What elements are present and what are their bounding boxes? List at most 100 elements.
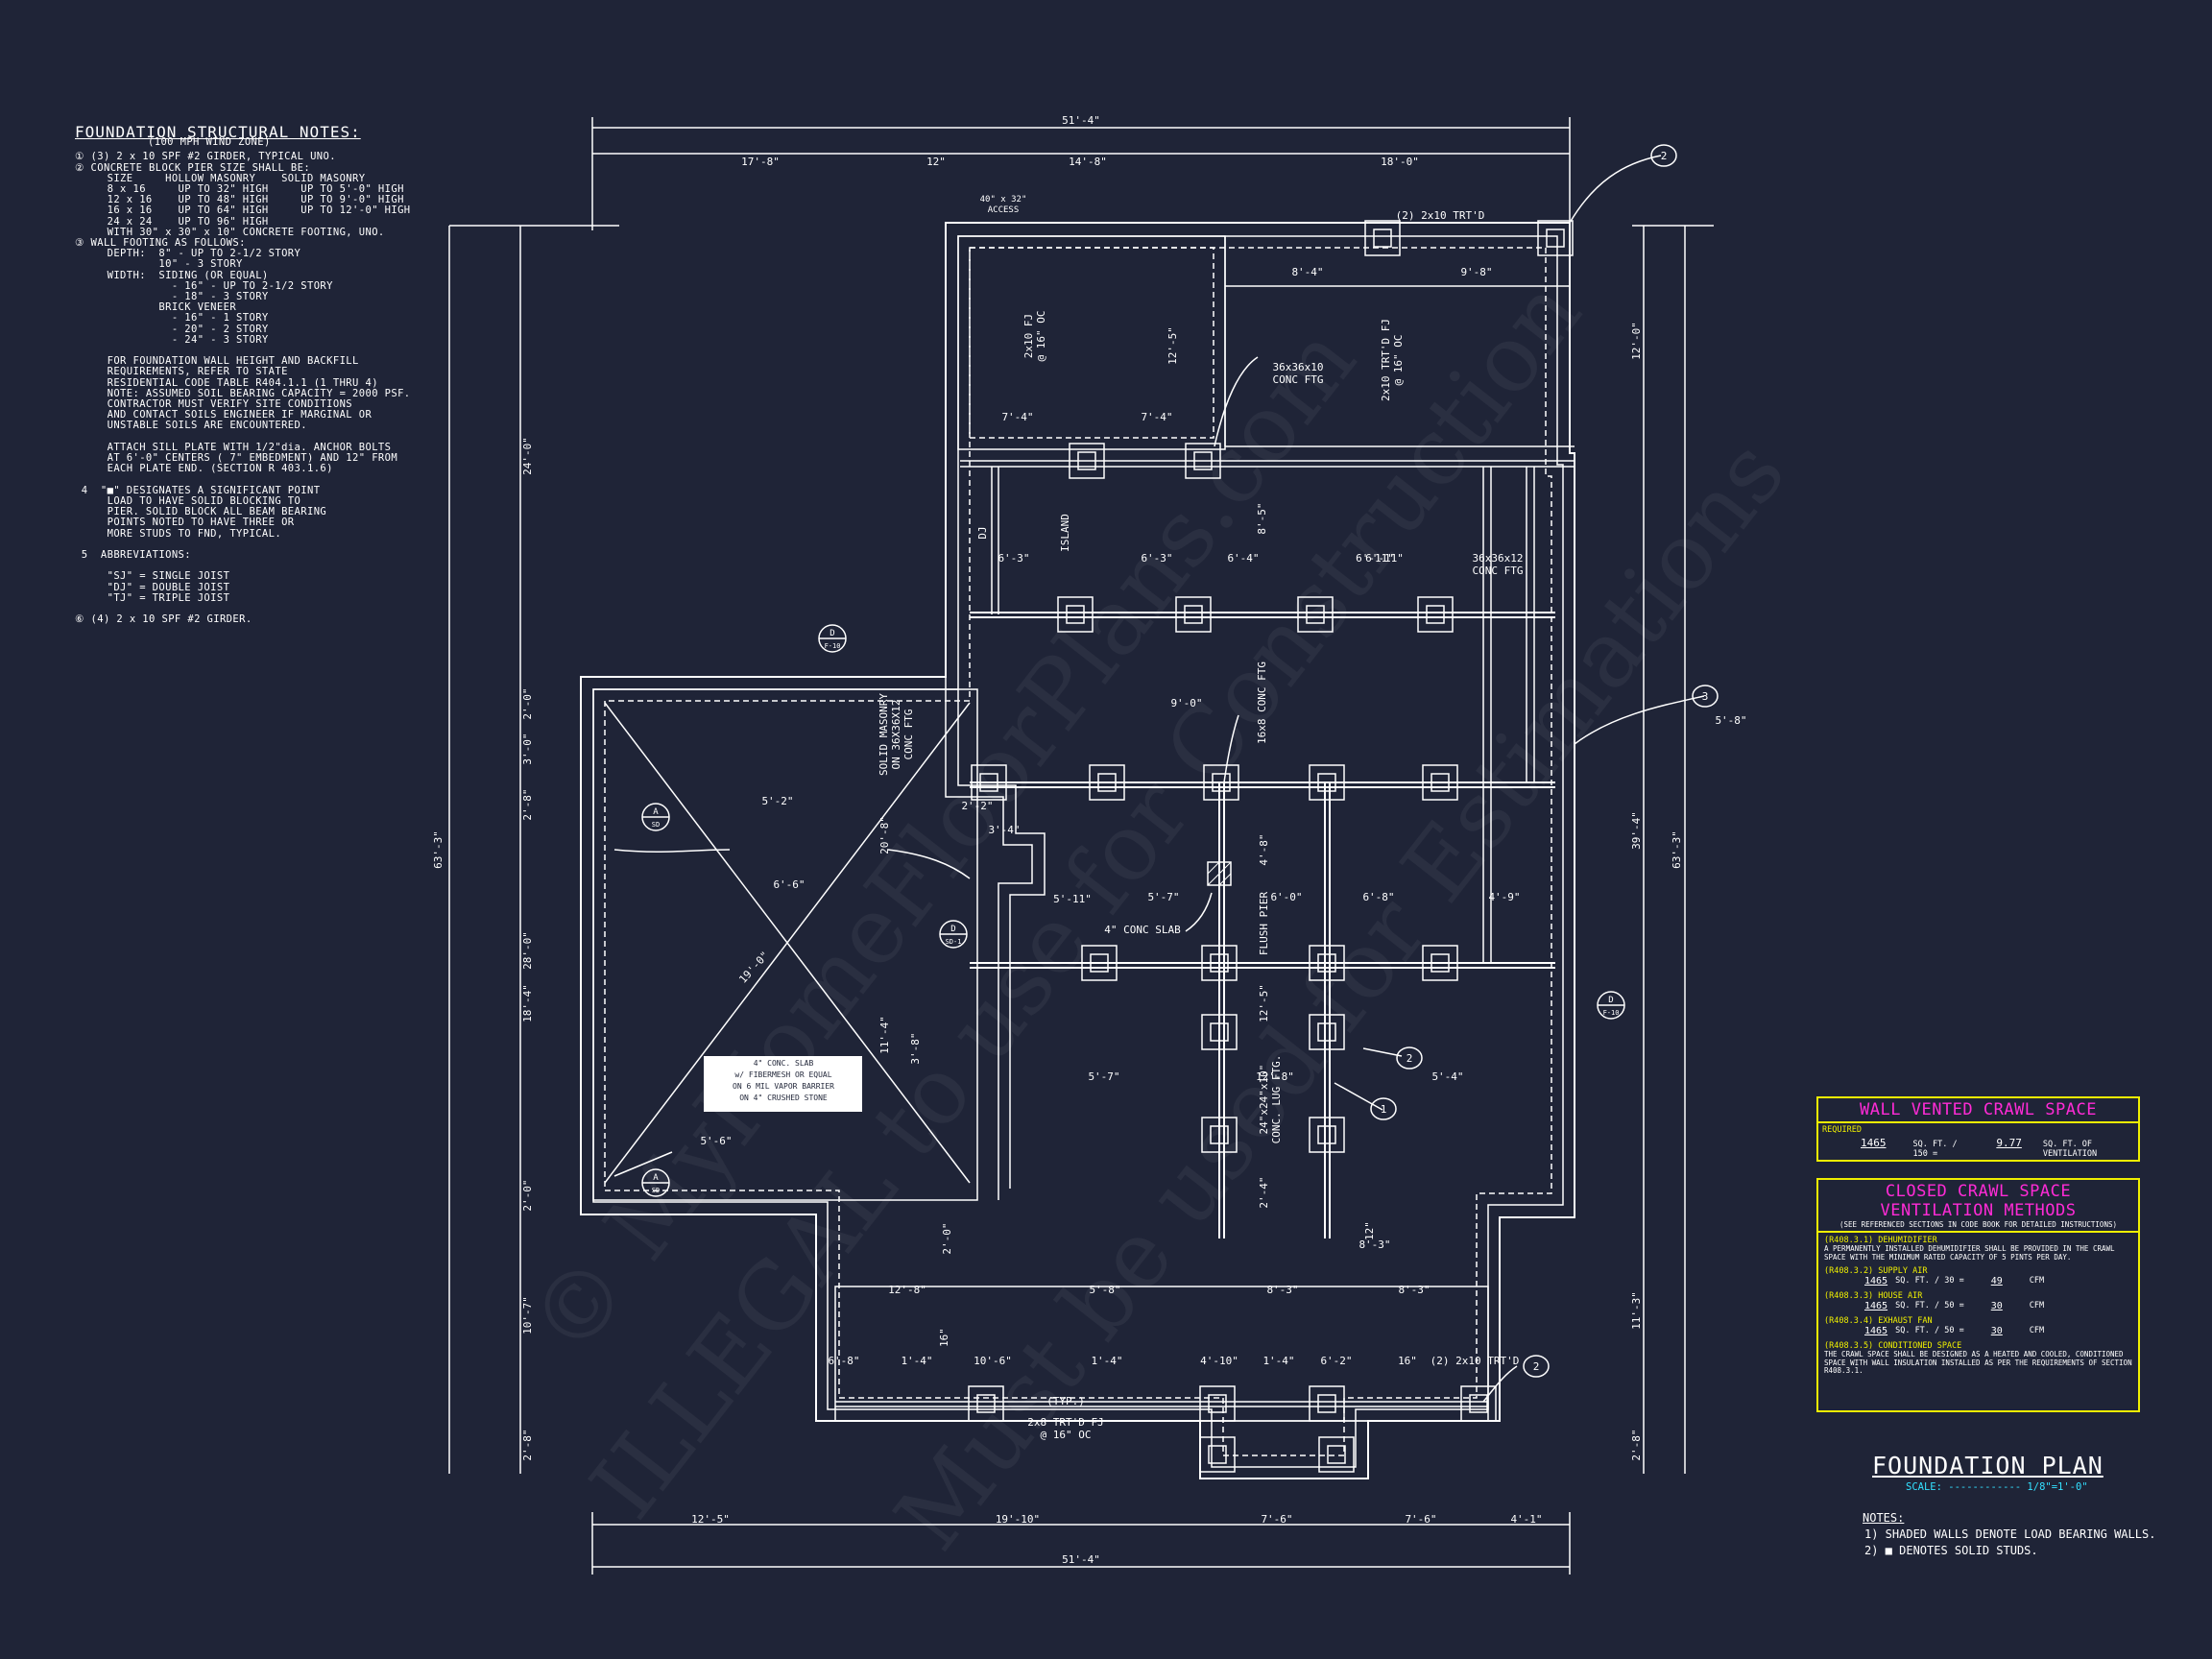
plan-label: FLUSH PIER bbox=[1258, 892, 1270, 956]
wall-vented-required: REQUIRED bbox=[1822, 1125, 1862, 1135]
plan-label: 11'-4" bbox=[878, 1016, 891, 1054]
plan-label: 9'-8" bbox=[1460, 266, 1492, 278]
plan-label: 36x36x12 bbox=[1473, 552, 1524, 565]
supply-air-calc: 1465 SQ. FT. / 30 = 49 CFM bbox=[1824, 1276, 2132, 1286]
pier-block bbox=[1208, 1394, 1227, 1413]
pier-footing bbox=[1089, 764, 1125, 801]
plan-label: CONC FTG bbox=[1273, 373, 1324, 386]
plan-label: 1'-4" bbox=[1091, 1355, 1122, 1367]
pier-footing bbox=[1422, 945, 1458, 981]
structural-note-line: NOTE: ASSUMED SOIL BEARING CAPACITY = 20… bbox=[75, 387, 411, 399]
closed-crawl-box: CLOSED CRAWL SPACE VENTILATION METHODS (… bbox=[1816, 1178, 2140, 1412]
house-air-sqft: 1465 bbox=[1864, 1301, 1888, 1311]
plan-label: 2x10 FJ bbox=[1022, 314, 1035, 358]
access-label: 40" x 32" bbox=[980, 195, 1027, 204]
section-mark-letter: A bbox=[653, 1173, 659, 1183]
pier-footing bbox=[1537, 220, 1574, 256]
pier-block bbox=[1546, 228, 1565, 248]
structural-note-line: PIER. SOLID BLOCK ALL BEAM BEARING bbox=[75, 506, 327, 518]
plan-label: 6'-6" bbox=[773, 878, 805, 891]
foundation-plan-notes-heading: NOTES: bbox=[1863, 1511, 1905, 1525]
pier-footing bbox=[1309, 1117, 1345, 1153]
plan-label: 12" bbox=[1363, 1221, 1376, 1240]
house-air-cfm: CFM bbox=[2029, 1301, 2045, 1310]
pier-block bbox=[1469, 1394, 1488, 1413]
plan-label: 7'-4" bbox=[1001, 411, 1033, 423]
foundation-plan-scale: SCALE: ------------ 1/8"=1'-0" bbox=[1906, 1481, 2088, 1493]
plan-label: 8'-3" bbox=[1266, 1284, 1298, 1296]
dimension-left: 10'-7" bbox=[521, 1296, 534, 1334]
dimension-bottom: 7'-6" bbox=[1261, 1513, 1292, 1526]
house-air-heading: (R408.3.3) HOUSE AIR bbox=[1824, 1291, 1923, 1301]
structural-note-line: RESIDENTIAL CODE TABLE R404.1.1 (1 THRU … bbox=[75, 376, 378, 389]
dehumidifier-text: A PERMANENTLY INSTALLED DEHUMIDIFIER SHA… bbox=[1824, 1244, 2115, 1262]
pier-footing bbox=[1297, 596, 1334, 633]
pier-footing bbox=[1309, 764, 1345, 801]
plan-label: CONC FTG bbox=[1473, 565, 1524, 577]
plan-label: 8'-5" bbox=[1256, 502, 1268, 534]
structural-note-line: - 16" - 1 STORY bbox=[75, 312, 269, 325]
plan-label: (2) 2x10 TRT'D bbox=[1396, 209, 1485, 222]
structural-note-line: DEPTH: 8" - UP TO 2-1/2 STORY bbox=[75, 248, 301, 260]
structural-note-line: UNSTABLE SOILS ARE ENCOUNTERED. bbox=[75, 420, 307, 432]
wall-vented-result: 9.77 bbox=[1996, 1137, 2022, 1149]
pier-footing bbox=[1199, 1385, 1236, 1422]
plan-label: 2x8 TRT'D FJ bbox=[1027, 1416, 1103, 1429]
pier-block bbox=[1212, 773, 1231, 792]
section-mark-letter: A bbox=[653, 807, 659, 817]
plan-label: 16" bbox=[938, 1328, 950, 1347]
structural-note-line: ① (3) 2 x 10 SPF #2 GIRDER, TYPICAL UNO. bbox=[75, 151, 336, 163]
plan-label: 36x36x10 bbox=[1273, 361, 1324, 373]
pier-block bbox=[1066, 605, 1085, 624]
access-label: ACCESS bbox=[988, 205, 1020, 215]
callout-number: 2 bbox=[1533, 1360, 1540, 1373]
dimension-overall-left: 63'-3" bbox=[432, 830, 445, 869]
exhaust-fan-sqft: 1465 bbox=[1864, 1326, 1888, 1336]
plan-label: 8'-4" bbox=[1291, 266, 1323, 278]
pier-block bbox=[976, 1394, 996, 1413]
structural-note-line: "DJ" = DOUBLE JOIST bbox=[75, 581, 230, 593]
pier-block bbox=[1317, 1394, 1336, 1413]
pier-block bbox=[1193, 451, 1213, 470]
plan-label: 2'-2" bbox=[961, 800, 993, 812]
pier-block bbox=[1317, 773, 1336, 792]
pier-block bbox=[979, 773, 998, 792]
pier-footing bbox=[1318, 1436, 1355, 1473]
plan-label: CONC. LUG FTG. bbox=[1270, 1055, 1283, 1144]
callout-number: 1 bbox=[1381, 1103, 1387, 1116]
pier-footing bbox=[1417, 596, 1454, 633]
structural-note-line: 12 x 16 UP TO 48" HIGH UP TO 9'-0" HIGH bbox=[75, 194, 404, 206]
structural-note-line: "SJ" = SINGLE JOIST bbox=[75, 570, 230, 583]
plan-label: 5'-8" bbox=[1089, 1284, 1120, 1296]
wall-vented-unit2: SQ. FT. OF VENTILATION bbox=[2042, 1140, 2098, 1159]
foundation-plan-note-1: 1) SHADED WALLS DENOTE LOAD BEARING WALL… bbox=[1864, 1527, 2156, 1541]
dimension-left: 3'-0" bbox=[521, 733, 534, 764]
plan-label: 20'-8" bbox=[878, 816, 891, 854]
section-mark-ref: F-10 bbox=[1603, 1009, 1620, 1017]
structural-notes-subtitle: (100 MPH WIND ZONE) bbox=[148, 136, 271, 149]
structural-note-line: POINTS NOTED TO HAVE THREE OR bbox=[75, 517, 295, 529]
supply-air-cfm: CFM bbox=[2029, 1276, 2045, 1286]
plan-label: @ 16" OC bbox=[1035, 311, 1047, 362]
dimension-overall-top: 51'-4" bbox=[1062, 114, 1100, 127]
plan-label: 12'-8" bbox=[888, 1284, 926, 1296]
section-mark-ref: SD bbox=[652, 1187, 660, 1194]
plan-label: CONC FTG bbox=[902, 709, 915, 760]
pier-footing bbox=[1201, 1014, 1238, 1050]
plan-label: ON 36X36X12 bbox=[890, 700, 902, 770]
plan-label: 6'-11" bbox=[1365, 552, 1404, 565]
plan-label: 2x10 TRT'D FJ bbox=[1380, 319, 1392, 401]
plan-label: ISLAND bbox=[1059, 514, 1071, 552]
plan-label: 8'-3" bbox=[1398, 1284, 1430, 1296]
plan-label: 4'-8" bbox=[1258, 833, 1270, 865]
foundation-plan-note-2: 2) ■ DENOTES SOLID STUDS. bbox=[1864, 1544, 2038, 1557]
callout-bubble bbox=[1370, 1097, 1397, 1120]
plan-label: 12'-8" bbox=[1256, 1070, 1294, 1083]
supply-air-sqft: 1465 bbox=[1864, 1276, 1888, 1286]
exhaust-fan-calc: 1465 SQ. FT. / 50 = 30 CFM bbox=[1824, 1326, 2132, 1336]
wall-vented-unit: SQ. FT. / 150 = bbox=[1912, 1140, 1958, 1159]
plan-label: 6'-8" bbox=[828, 1355, 859, 1367]
pier-footing bbox=[1185, 443, 1221, 479]
dimension-top: 18'-0" bbox=[1381, 156, 1419, 168]
house-air-unit: SQ. FT. / 50 = bbox=[1895, 1301, 1964, 1310]
